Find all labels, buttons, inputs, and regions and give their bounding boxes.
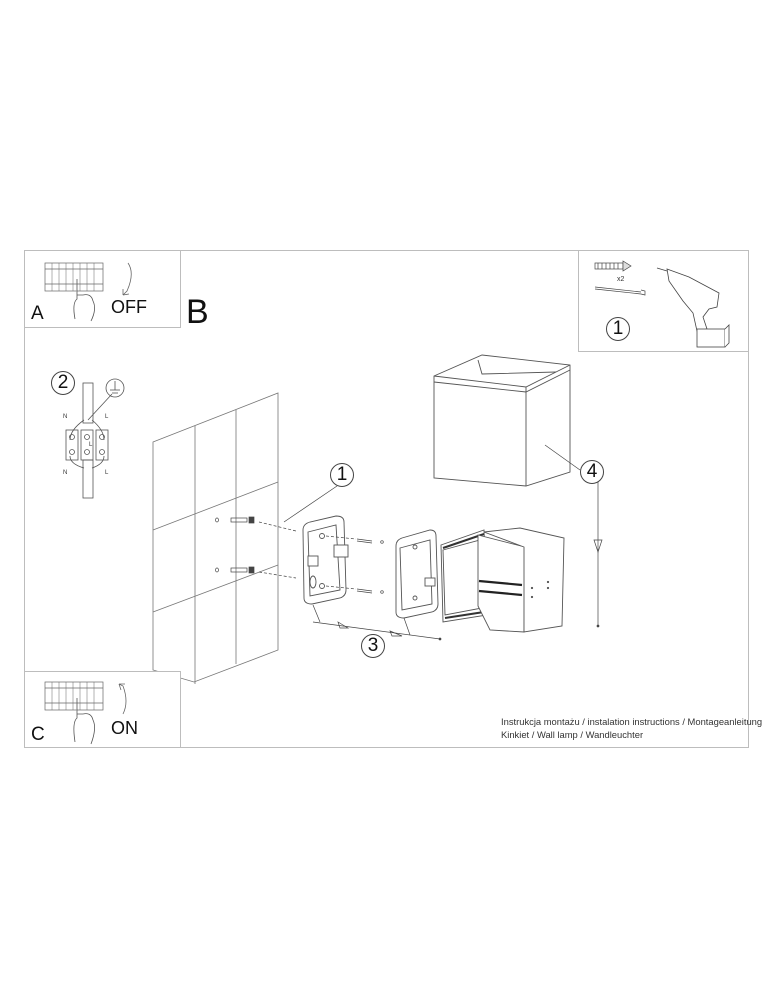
panel-a-label: A: [31, 303, 44, 324]
wall-plug-icon: [594, 260, 632, 272]
step-1-bracket-callout: 1: [330, 463, 354, 487]
breaker-panel-icon: [44, 681, 104, 711]
caption-title: Instrukcja montażu / instalation instruc…: [501, 716, 763, 727]
instruction-sheet-frame: [24, 250, 749, 748]
arrow-up-icon: [118, 683, 127, 715]
screw-icon: [594, 286, 646, 296]
caption-subtitle: Kinkiet / Wall lamp / Wandleuchter: [501, 728, 644, 740]
panel-b-label: B: [186, 293, 209, 331]
step-1-tools-callout: 1: [606, 317, 630, 341]
step-2-wiring-callout: 2: [51, 371, 75, 395]
tools-illustration: [594, 260, 730, 348]
panel-c-label: C: [31, 724, 45, 745]
anchor-quantity: x2: [617, 276, 625, 283]
power-on-label: ON: [111, 718, 138, 738]
required-tools-panel: x2 1: [578, 250, 749, 352]
step-4-cover-callout: 4: [580, 460, 604, 484]
breaker-panel-icon: [44, 262, 104, 292]
panel-a-power-off: A OFF: [24, 250, 181, 328]
hand-icon: [73, 279, 95, 322]
breaker-off-illustration: [44, 262, 132, 322]
step-3-callout: 3: [361, 634, 385, 658]
instruction-caption: Instrukcja montażu / instalation instruc…: [501, 716, 762, 741]
panel-c-power-on: C ON: [24, 671, 181, 748]
hand-icon: [73, 698, 95, 745]
drill-icon: [656, 267, 730, 348]
power-off-label: OFF: [111, 297, 147, 317]
arrow-down-icon: [122, 262, 132, 296]
breaker-on-illustration: [44, 681, 127, 745]
